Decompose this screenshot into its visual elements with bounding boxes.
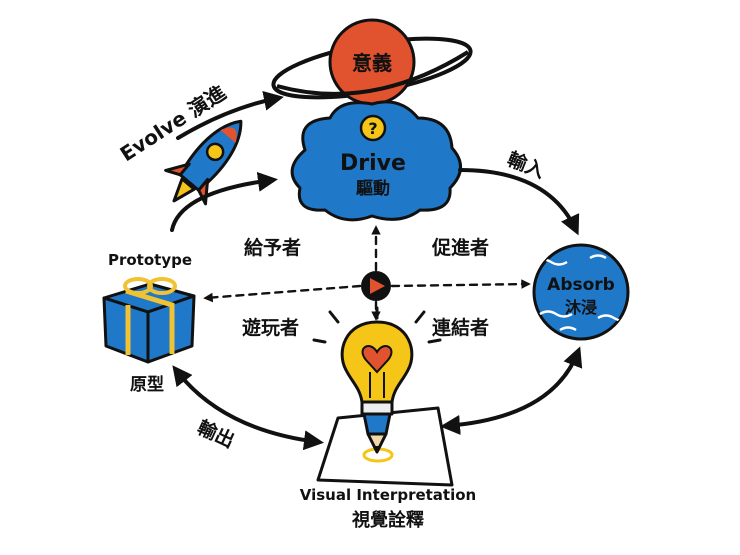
- role-player-label: 遊玩者: [242, 316, 299, 339]
- drive-label: Drive: [340, 151, 406, 176]
- absorb-label: Absorb: [547, 275, 615, 295]
- visual-label: Visual Interpretation: [300, 486, 476, 504]
- drive-cloud-node: ? Drive 驅動: [290, 100, 462, 222]
- play-icon: [361, 271, 391, 301]
- prototype-sublabel: 原型: [130, 374, 164, 395]
- dashed-arrow-to-prototype: [203, 284, 362, 303]
- prototype-label: Prototype: [108, 251, 192, 269]
- input-arrow-drive-to-absorb: [458, 168, 580, 236]
- absorb-sublabel: 沐浸: [565, 298, 597, 317]
- dashed-arrow-to-absorb: [390, 279, 531, 289]
- evolve-arrow-top: [176, 90, 284, 140]
- rocket-icon: [164, 119, 243, 206]
- pencil-icon: [360, 400, 394, 454]
- output-label: 輸出: [194, 416, 238, 453]
- gift-box-icon: [102, 277, 196, 364]
- role-giver-label: 給予者: [244, 236, 301, 259]
- paper-sheet: [316, 406, 454, 487]
- meaning-planet-node: 意義: [271, 18, 473, 106]
- absorb-node: Absorb 沐浸: [532, 243, 630, 341]
- planet-icon: [271, 18, 473, 106]
- visual-interpretation-node: Visual Interpretation 視覺詮釋: [300, 306, 476, 531]
- output-arrow-prototype-visual: [172, 365, 324, 451]
- absorb-visual-arrow: [440, 346, 583, 435]
- role-connector-label: 連結者: [432, 316, 489, 339]
- drive-sublabel: 驅動: [356, 178, 390, 199]
- evolve-arrow-prototype-to-drive: [170, 171, 278, 232]
- role-promoter-label: 促進者: [431, 236, 489, 259]
- question-mark-icon: ?: [359, 114, 387, 142]
- meaning-label: 意義: [352, 51, 392, 75]
- visual-sublabel: 視覺詮釋: [351, 509, 424, 531]
- svg-text:?: ?: [368, 119, 377, 138]
- prototype-node: Prototype 原型: [102, 251, 196, 395]
- lightbulb-heart-icon: [312, 306, 442, 404]
